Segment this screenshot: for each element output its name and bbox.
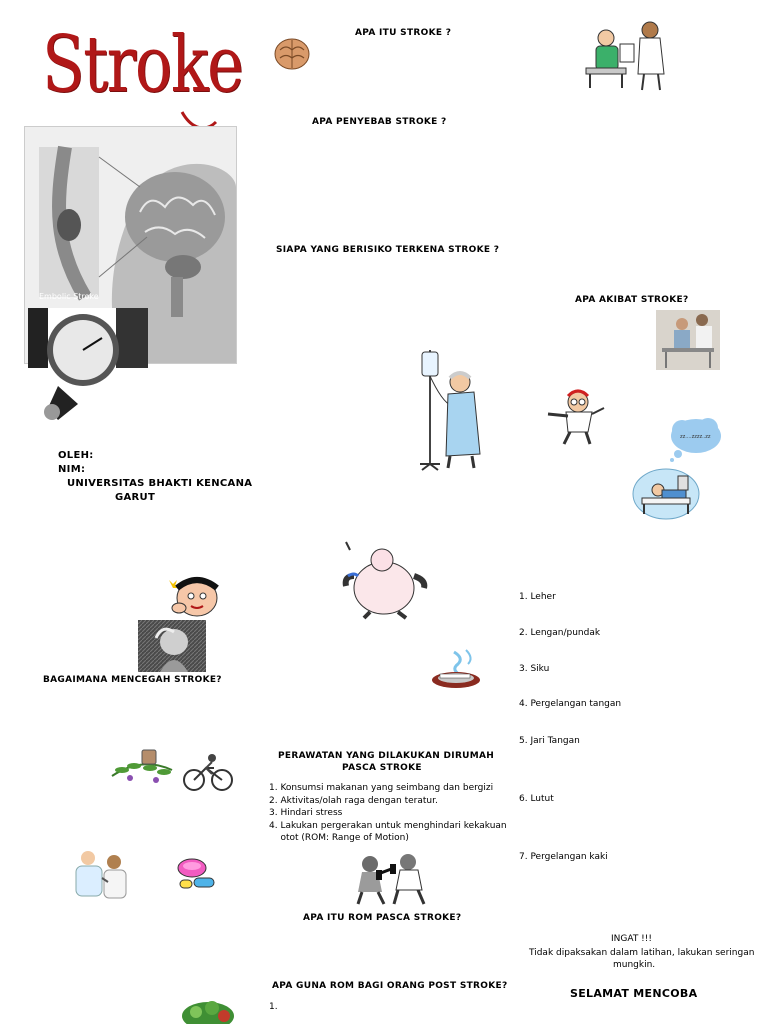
blood-pressure-icon [28, 308, 148, 422]
vegetables-icon [182, 1001, 234, 1024]
cigarette-icon [432, 649, 480, 688]
perawatan-heading-2: PASCA STROKE [342, 763, 422, 773]
apa-itu-heading: APA ITU STROKE ? [355, 28, 452, 38]
perawatan-heading-1: PERAWATAN YANG DILAKUKAN DIRUMAH [278, 751, 495, 761]
cyclist-icon [183, 754, 233, 791]
ingat-line-2: mungkin. [613, 960, 656, 970]
ingat-title: INGAT !!! [611, 934, 653, 944]
list-item: 2. Aktivitas/olah raga dengan teratur. [269, 795, 438, 806]
list-item: 1. Konsumsi makanan yang seimbang dan be… [269, 783, 494, 793]
doctor-patient-icon [585, 21, 665, 91]
list-item: 4. Lakukan pergerakan untuk menghindari … [269, 820, 507, 831]
fat-man-icon [342, 541, 428, 620]
stressed-man-icon [138, 620, 206, 672]
rom-item-siku: 3. Siku [519, 664, 550, 674]
rom-item-pergelangan-tangan: 4. Pergelangan tangan [519, 699, 622, 709]
rom-item-lutut: 6. Lutut [519, 794, 554, 804]
image-caption: Embolic Stroke [39, 292, 99, 301]
doctor-checkup-icon [75, 851, 127, 899]
list-item: 3. Hindari stress [269, 808, 343, 818]
rom-item-jari: 5. Jari Tangan [519, 736, 580, 746]
headache-icon [169, 577, 219, 617]
mencegah-heading: BAGAIMANA MENCEGAH STROKE? [43, 675, 222, 685]
rom-heading: APA ITU ROM PASCA STROKE? [303, 913, 462, 923]
list-item: otot (ROM: Range of Motion) [269, 833, 409, 843]
university-city: GARUT [115, 492, 156, 503]
rehab-icon [656, 310, 720, 370]
penyebab-heading: APA PENYEBAB STROKE ? [312, 117, 447, 127]
rom-item-lengan: 2. Lengan/pundak [519, 628, 601, 638]
university-name: UNIVERSITAS BHAKTI KENCANA [67, 478, 253, 489]
nim-label: NIM: [58, 464, 86, 475]
thought-text: zz....zzzz..zz [680, 434, 711, 440]
rom-item-pergelangan-kaki: 7. Pergelangan kaki [519, 852, 608, 862]
dumbbell-people-icon [356, 854, 426, 905]
sleep-bubble-icon: zz....zzzz..zz [668, 416, 722, 462]
ingat-line-1: Tidak dipaksakan dalam latihan, lakukan … [529, 948, 755, 958]
doctor-exam-icon [547, 389, 605, 445]
guna-rom-heading: APA GUNA ROM BAGI ORANG POST STROKE? [272, 981, 508, 991]
iv-patient-icon [420, 350, 481, 471]
guna-rom-item: 1. [269, 1002, 278, 1012]
brain-icon [274, 38, 310, 70]
pills-icon [177, 858, 215, 889]
akibat-heading: APA AKIBAT STROKE? [575, 295, 689, 305]
title: Stroke [42, 20, 244, 110]
herbs-icon [111, 749, 173, 783]
oleh-label: OLEH: [58, 450, 94, 461]
perawatan-list: 1. Konsumsi makanan yang seimbang dan be… [269, 782, 507, 845]
rom-item-leher: 1. Leher [519, 592, 556, 602]
closing-text: SELAMAT MENCOBA [570, 987, 698, 1000]
bed-patient-icon [632, 468, 700, 520]
berisiko-heading: SIAPA YANG BERISIKO TERKENA STROKE ? [276, 245, 500, 255]
